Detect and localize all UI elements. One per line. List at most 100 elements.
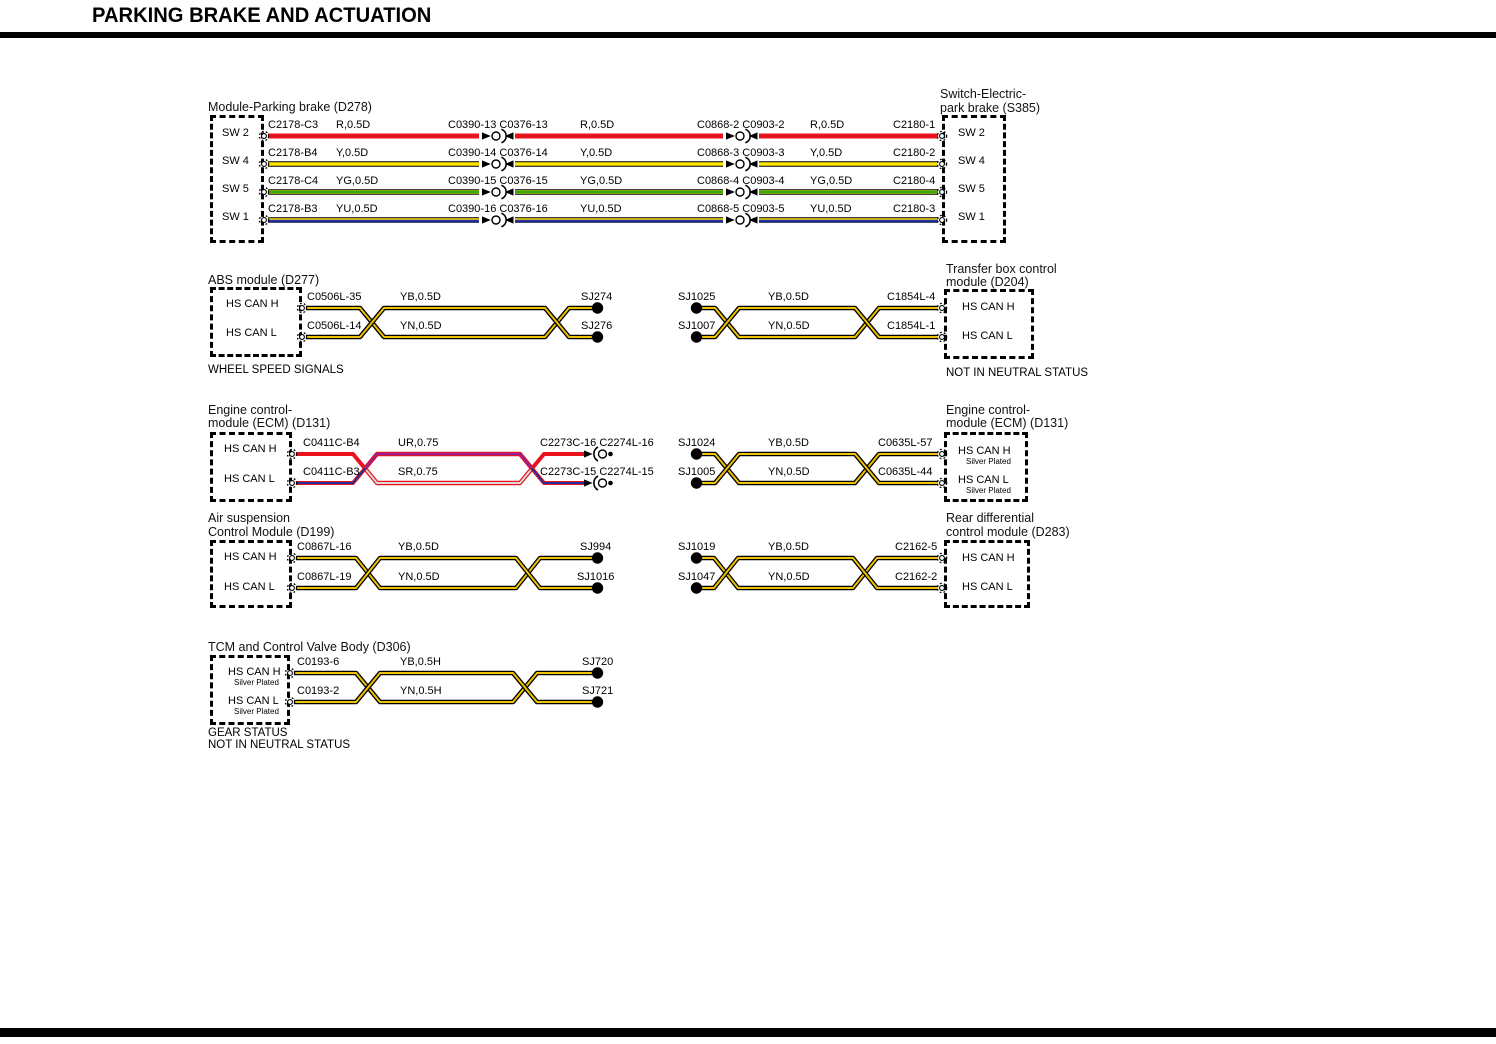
twisted-pair-abs (306, 302, 604, 343)
pin-label: C2178-B3 (268, 203, 318, 215)
module-title: control module (D283) (946, 525, 1070, 539)
pin-label: C0193-6 (297, 656, 340, 668)
wire-label: YN,0.5D (400, 320, 442, 332)
page-title: PARKING BRAKE AND ACTUATION (92, 4, 432, 27)
can-label: HS CAN H (226, 298, 279, 310)
splice-label: SJ1047 (678, 571, 716, 583)
silver-plated-label: Silver Plated (234, 707, 279, 716)
twisted-pair-ecm-can (296, 446, 614, 491)
pin-label: C2180-4 (893, 175, 936, 187)
module-title: Switch-Electric- (940, 87, 1027, 101)
pin-label: C2180-2 (893, 147, 936, 159)
wire-label: YB,0.5D (768, 541, 809, 553)
connector-label: C0868-5 C0903-5 (697, 203, 785, 215)
header-rule (0, 32, 1496, 38)
splice-label: SJ274 (581, 291, 613, 303)
pin-label: C1854L-1 (887, 320, 936, 332)
splice-label: SJ276 (581, 320, 613, 332)
can-label: HS CAN H (962, 301, 1015, 313)
module-box-parking-brake (210, 115, 264, 243)
wire-label: YB,0.5D (400, 291, 441, 303)
module-title: module (ECM) (D131) (208, 416, 331, 430)
pin-label: C0506L-35 (307, 291, 362, 303)
wire-label: YN,0.5D (398, 571, 440, 583)
twisted-pair-ecm-right (690, 448, 938, 489)
pin-label: C2162-2 (895, 571, 938, 583)
inline-connector-icon (583, 475, 614, 491)
footer-rule (0, 1028, 1496, 1037)
connector-label: C0390-13 C0376-13 (448, 119, 548, 131)
module-title: park brake (S385) (940, 101, 1041, 115)
wire-label: YG,0.5D (810, 175, 853, 187)
wire-label: YN,0.5D (768, 466, 810, 478)
wire-label: YG,0.5D (580, 175, 623, 187)
module-title: Engine control- (208, 403, 293, 417)
module-box-ecm-left (210, 432, 292, 502)
splice-dot-icon (591, 696, 604, 708)
pin-label: C2180-3 (893, 203, 936, 215)
module-title: Rear differential (946, 511, 1035, 525)
module-title: Control Module (D199) (208, 525, 335, 539)
splice-label: SJ721 (582, 685, 614, 697)
module-title: Engine control- (946, 403, 1031, 417)
wire-label: YN,0.5D (768, 320, 810, 332)
module-title: ABS module (D277) (208, 273, 320, 287)
module-title: Transfer box control (946, 262, 1057, 276)
switch-label: SW 1 (958, 211, 985, 223)
splice-label: SJ1016 (577, 571, 615, 583)
note: NOT IN NEUTRAL STATUS (208, 739, 351, 751)
splice-dot-icon (591, 302, 604, 314)
switch-label: SW 4 (222, 155, 249, 167)
can-label: HS CAN L (962, 330, 1013, 342)
module-box-abs (210, 287, 302, 357)
splice-label: SJ994 (580, 541, 612, 553)
pin-label: C2180-1 (893, 119, 936, 131)
wire-label: R,0.5D (810, 119, 845, 131)
pin-label: C2178-B4 (268, 147, 318, 159)
pin-label: C0635L-57 (878, 437, 933, 449)
can-label: HS CAN L (224, 581, 275, 593)
can-label: HS CAN L (226, 327, 277, 339)
wire-label: Y,0.5D (580, 147, 613, 159)
connector-label: C2273C-15 C2274L-15 (540, 466, 654, 478)
splice-dot-icon (591, 582, 604, 594)
pin-label: C2178-C3 (268, 119, 319, 131)
connector-label: C0868-4 C0903-4 (697, 175, 785, 187)
splice-dot-icon (690, 302, 703, 314)
splice-dot-icon (690, 552, 703, 564)
splice-dot-icon (591, 331, 604, 343)
connector-label: C0390-16 C0376-16 (448, 203, 548, 215)
wire-label: YB,0.5D (768, 291, 809, 303)
splice-dot-icon (591, 552, 604, 564)
splice-dot-icon (690, 582, 703, 594)
silver-plated-label: Silver Plated (966, 457, 1011, 466)
wire-label: R,0.5D (580, 119, 615, 131)
connector-label: C0868-2 C0903-2 (697, 119, 785, 131)
can-label: HS CAN H (224, 443, 277, 455)
note: NOT IN NEUTRAL STATUS (946, 367, 1089, 379)
wire-sw1-yellow-blue (268, 217, 938, 223)
can-label: HS CAN L (958, 474, 1009, 486)
wire-label: YB,0.5D (398, 541, 439, 553)
can-label: HS CAN L (224, 473, 275, 485)
pin-label: C0867L-16 (297, 541, 352, 553)
module-box-park-brake-switch (942, 115, 1006, 243)
splice-label: SJ720 (582, 656, 614, 668)
connector-label: C0390-14 C0376-14 (448, 147, 548, 159)
module-box-rear-diff (944, 540, 1030, 608)
module-box-transfer-box (944, 289, 1034, 359)
wire-label: R,0.5D (336, 119, 371, 131)
wire-label: YU,0.5D (336, 203, 378, 215)
splice-label: SJ1005 (678, 466, 716, 478)
wire-label: Y,0.5D (336, 147, 369, 159)
twisted-pair-rear-diff (690, 552, 938, 594)
module-box-ecm-right (944, 432, 1028, 502)
switch-label: SW 5 (222, 183, 249, 195)
splice-dot-icon (690, 448, 703, 460)
inline-connector-icon (583, 446, 614, 462)
wire-label: SR,0.75 (398, 466, 438, 478)
twisted-pair-tcm (294, 667, 604, 708)
splice-dot-icon (690, 477, 703, 489)
wire-label: YU,0.5D (810, 203, 852, 215)
